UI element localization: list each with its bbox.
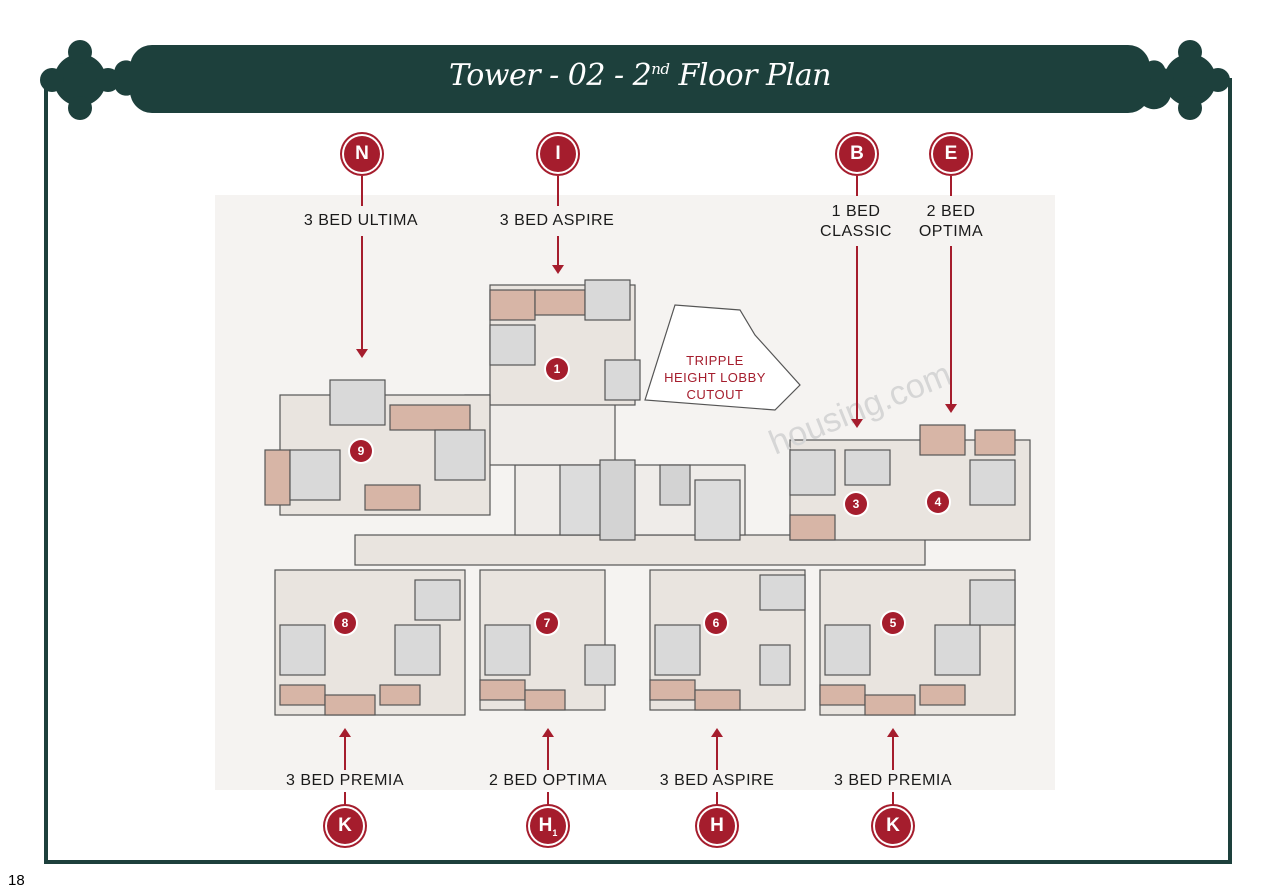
unit-type-label: 3 BED PREMIA	[833, 772, 953, 789]
leader-arrow	[851, 246, 863, 428]
unit-number: 9	[350, 440, 372, 462]
unit-number: 6	[705, 612, 727, 634]
unit-type-badge: I	[540, 136, 576, 172]
leader-line	[547, 792, 549, 808]
unit-type-badge: K	[327, 808, 363, 844]
leader-line	[344, 792, 346, 808]
floor-plan: housing.com 1 9 3 4 8 7 6 5 TRIPPLE HEIG…	[215, 195, 1055, 790]
unit-type-label: 3 BED PREMIA	[285, 772, 405, 789]
page-number: 18	[8, 872, 25, 889]
unit-type-label: 2 BED OPTIMA	[488, 772, 608, 789]
leader-line	[856, 176, 858, 196]
unit-type-badge: K	[875, 808, 911, 844]
leader-arrow	[552, 236, 564, 274]
leader-arrow	[542, 728, 554, 770]
unit-number: 4	[927, 491, 949, 513]
unit-number: 8	[334, 612, 356, 634]
page-frame	[44, 78, 1232, 864]
title-banner: Tower - 02 - 2nd Floor Plan	[0, 0, 1280, 120]
leader-line	[950, 176, 952, 196]
page-title: Tower - 02 - 2nd Floor Plan	[449, 58, 831, 93]
unit-number: 1	[546, 358, 568, 380]
unit-type-label: 3 BED ULTIMA	[303, 212, 419, 229]
unit-type-badge: B	[839, 136, 875, 172]
leader-line	[361, 176, 363, 206]
leader-arrow	[945, 246, 957, 413]
unit-number: 7	[536, 612, 558, 634]
unit-number: 5	[882, 612, 904, 634]
unit-number: 3	[845, 493, 867, 515]
unit-type-badge: E	[933, 136, 969, 172]
unit-type-badge: H1	[530, 808, 566, 844]
leader-arrow	[711, 728, 723, 770]
unit-type-label: 3 BED ASPIRE	[659, 772, 775, 789]
leader-arrow	[356, 236, 368, 358]
leader-line	[716, 792, 718, 808]
leader-arrow	[339, 728, 351, 770]
unit-type-badge: H	[699, 808, 735, 844]
leader-line	[557, 176, 559, 206]
lobby-cutout-label: TRIPPLE HEIGHT LOBBY CUTOUT	[664, 353, 766, 402]
unit-type-label: 3 BED ASPIRE	[499, 212, 615, 229]
leader-arrow	[887, 728, 899, 770]
leader-line	[892, 792, 894, 808]
unit-type-badge: N	[344, 136, 380, 172]
